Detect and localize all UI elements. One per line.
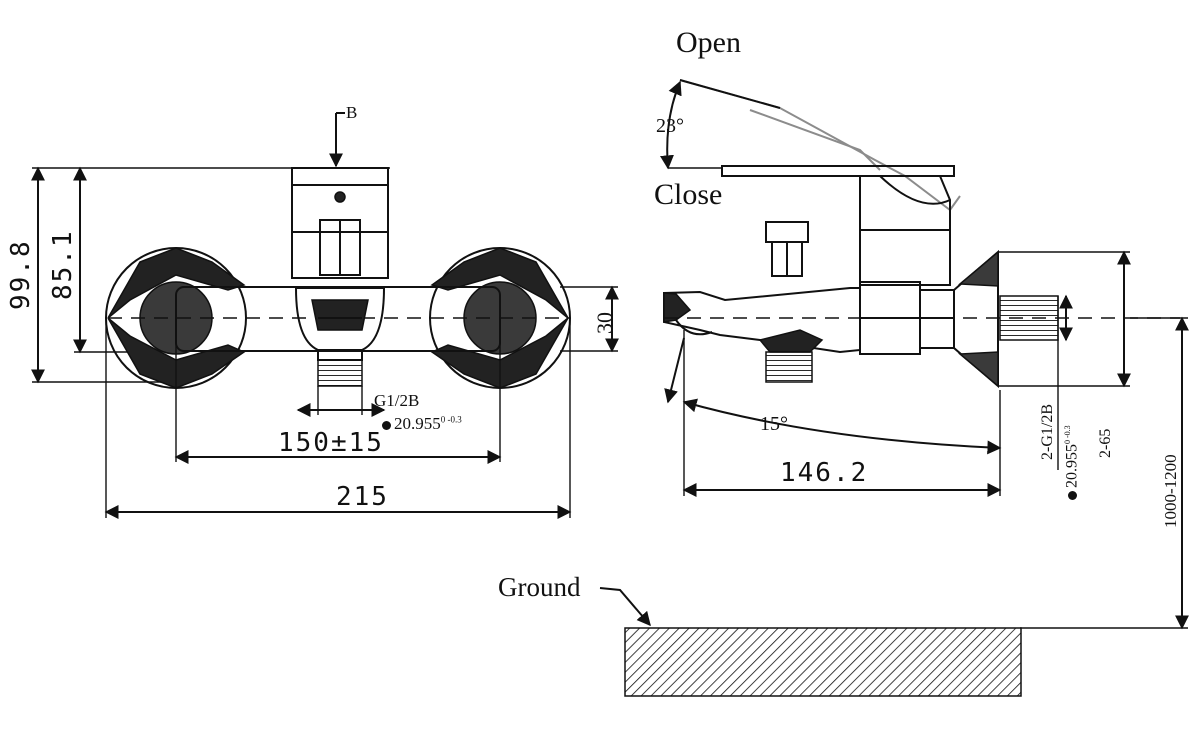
dim-wall-diameter-group: 20.9550 -0.3 (1063, 425, 1081, 500)
ground-leader (599, 587, 651, 627)
dim-height-outer-label: 99.8 (6, 239, 36, 310)
valve-body-side (859, 175, 951, 286)
label-ground: Ground (498, 572, 581, 602)
dim-centers-label: 150±15 (278, 428, 384, 458)
dim-inlet-diameter-label: 20.955 (394, 414, 441, 433)
wall-thread (999, 295, 1059, 341)
ground-block (624, 627, 1022, 697)
dim-depth-label: 146.2 (780, 458, 869, 488)
section-marker-label: B (346, 103, 358, 122)
diameter-icon (382, 420, 391, 430)
side-view (599, 79, 1189, 697)
dim-wall-tolerance-label: 0 -0.3 (1063, 425, 1072, 444)
dim-install-height-label: 1000-1200 (1161, 454, 1180, 528)
dim-wall-diameter-label: 20.955 (1063, 444, 1081, 488)
side-outlet-thread (765, 351, 813, 383)
lever-closed (721, 165, 955, 177)
dim-lever-angle-arc (659, 80, 682, 170)
dim-body-height-label: 30 (592, 312, 617, 334)
outlet-thread (317, 359, 363, 387)
diameter-icon (1068, 491, 1078, 500)
dim-total-width-label: 215 (336, 482, 389, 512)
dim-spout-angle-arc (682, 398, 1002, 455)
spout (663, 287, 861, 354)
front-view (31, 112, 619, 519)
dim-spout-angle-label: 15° (760, 413, 788, 435)
label-open: Open (676, 26, 741, 59)
dim-height-inner-label: 85.1 (48, 229, 78, 300)
dim-inlet-diameter-group: 20.9550 -0.3 (382, 415, 462, 432)
dim-flange-label: 2-65 (1097, 428, 1114, 458)
dim-lever-angle-label: 23° (656, 115, 684, 137)
dim-wall-thread-label: 2-G1/2B (1039, 404, 1056, 460)
dim-inlet-thread-label: G1/2B (374, 391, 420, 410)
valve-head (291, 167, 389, 279)
label-close: Close (654, 178, 723, 211)
dim-inlet-tolerance-label: 0 -0.3 (440, 414, 462, 425)
